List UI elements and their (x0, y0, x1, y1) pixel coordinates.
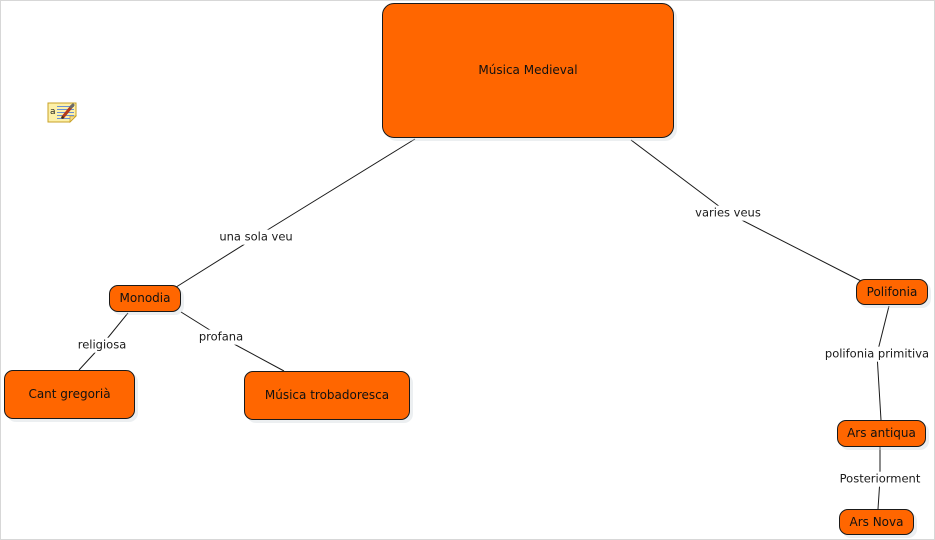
pencil-icon (61, 103, 75, 119)
edge-profana-label[interactable]: profana (195, 329, 247, 345)
node-label: Polifonia (866, 284, 918, 299)
node-monodia[interactable]: Monodia (109, 285, 181, 312)
edge-una-sola-veu-label[interactable]: una sola veu (216, 229, 296, 245)
node-label: Música Medieval (478, 63, 578, 78)
edge-posteriorment-label[interactable]: Posteriorment (836, 471, 924, 487)
node-label: Monodia (119, 291, 171, 306)
node-ars-nova[interactable]: Ars Nova (839, 509, 914, 535)
edge-varies-veus-label[interactable]: varies veus (692, 205, 764, 221)
edge-una-sola-veu-line (172, 138, 416, 290)
note-annotation-icon[interactable]: a (46, 100, 78, 124)
node-label: Cant gregorià (28, 387, 111, 402)
node-ars-antiqua[interactable]: Ars antiqua (837, 420, 926, 447)
note-letter: a (50, 107, 56, 117)
note-annotation-glyph: a (47, 102, 77, 123)
node-label: Ars Nova (849, 514, 904, 529)
edge-polifonia-primitiva-label[interactable]: polifonia primitiva (821, 346, 933, 362)
node-label: Ars antiqua (847, 426, 916, 441)
node-label: Música trobadoresca (264, 388, 390, 403)
node-polifonia[interactable]: Polifonia (856, 279, 928, 305)
node-musica-medieval[interactable]: Música Medieval (382, 3, 674, 138)
node-cant-gregoria[interactable]: Cant gregorià (4, 370, 135, 419)
edge-polifonia-primitiva-line (876, 305, 890, 421)
node-musica-trobadoresca[interactable]: Música trobadoresca (244, 371, 410, 420)
edge-religiosa-label[interactable]: religiosa (74, 337, 130, 353)
